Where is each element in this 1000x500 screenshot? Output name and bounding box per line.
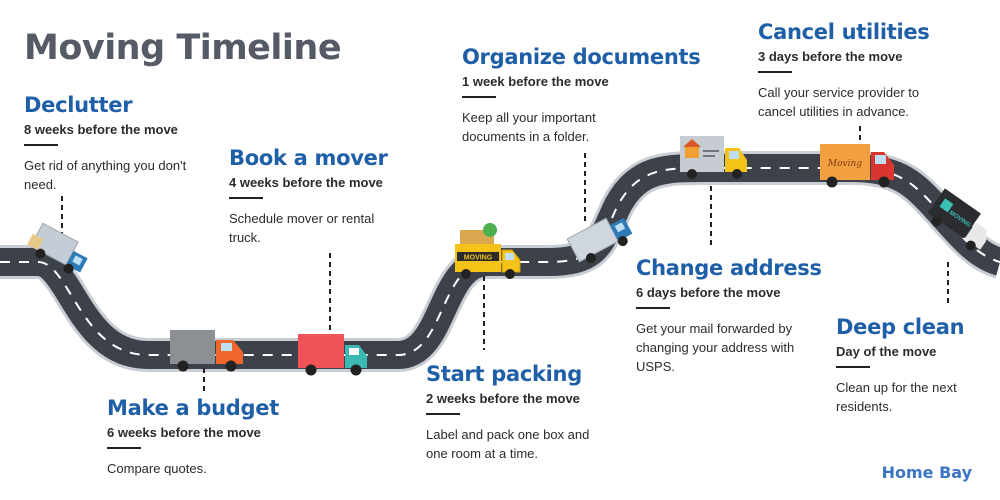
step-declutter: Declutter 8 weeks before the move Get ri… <box>24 93 194 194</box>
step-organize-documents: Organize documents 1 week before the mov… <box>462 45 701 146</box>
step-description: Get rid of anything you don't need. <box>24 158 187 192</box>
red-truck-icon <box>298 334 367 376</box>
step-divider <box>462 96 496 98</box>
step-description: Keep all your important documents in a f… <box>462 110 596 144</box>
step-deep-clean: Deep clean Day of the move Clean up for … <box>836 315 986 416</box>
step-when: 3 days before the move <box>758 49 903 64</box>
packing-truck-sign: MOVING <box>464 255 493 262</box>
step-when: Day of the move <box>836 344 937 359</box>
step-divider <box>107 447 141 449</box>
address-truck-icon <box>680 136 747 179</box>
step-divider <box>24 144 58 146</box>
step-when: 4 weeks before the move <box>229 175 383 190</box>
step-divider <box>229 197 263 199</box>
step-divider <box>758 71 792 73</box>
page-title: Moving Timeline <box>24 28 342 68</box>
step-book-a-mover: Book a mover 4 weeks before the move Sch… <box>229 146 409 247</box>
step-description: Get your mail forwarded by changing your… <box>636 321 795 374</box>
step-description: Label and pack one box and one room at a… <box>426 427 590 461</box>
step-heading: Deep clean <box>836 315 965 339</box>
step-when: 1 week before the move <box>462 74 609 89</box>
step-when: 8 weeks before the move <box>24 122 178 137</box>
step-heading: Make a budget <box>107 396 279 420</box>
step-heading: Start packing <box>426 362 582 386</box>
step-when: 2 weeks before the move <box>426 391 580 406</box>
step-description: Call your service provider to cancel uti… <box>758 85 920 119</box>
step-heading: Organize documents <box>462 45 701 69</box>
brand-logo: Home Bay <box>881 463 972 482</box>
step-divider <box>426 413 460 415</box>
step-change-address: Change address 6 days before the move Ge… <box>636 256 822 376</box>
documents-truck-icon <box>566 217 633 263</box>
grey-truck-icon <box>170 330 243 372</box>
step-heading: Change address <box>636 256 822 280</box>
step-heading: Cancel utilities <box>758 20 930 44</box>
deep-clean-truck-icon: MOVING <box>927 188 987 251</box>
step-description: Compare quotes. <box>107 461 207 476</box>
step-description: Schedule mover or rental truck. <box>229 211 375 245</box>
step-cancel-utilities: Cancel utilities 3 days before the move … <box>758 20 948 121</box>
packing-truck-icon: MOVING <box>455 223 521 279</box>
step-heading: Book a mover <box>229 146 388 170</box>
step-when: 6 days before the move <box>636 285 781 300</box>
step-divider <box>636 307 670 309</box>
utilities-truck-sign: Moving <box>827 159 862 169</box>
step-description: Clean up for the next residents. <box>836 380 957 414</box>
white-truck-icon <box>27 222 88 274</box>
step-start-packing: Start packing 2 weeks before the move La… <box>426 362 591 463</box>
step-divider <box>836 366 870 368</box>
step-make-a-budget: Make a budget 6 weeks before the move Co… <box>107 396 307 478</box>
step-heading: Declutter <box>24 93 133 117</box>
utilities-truck-icon: Moving <box>820 144 894 188</box>
step-when: 6 weeks before the move <box>107 425 261 440</box>
